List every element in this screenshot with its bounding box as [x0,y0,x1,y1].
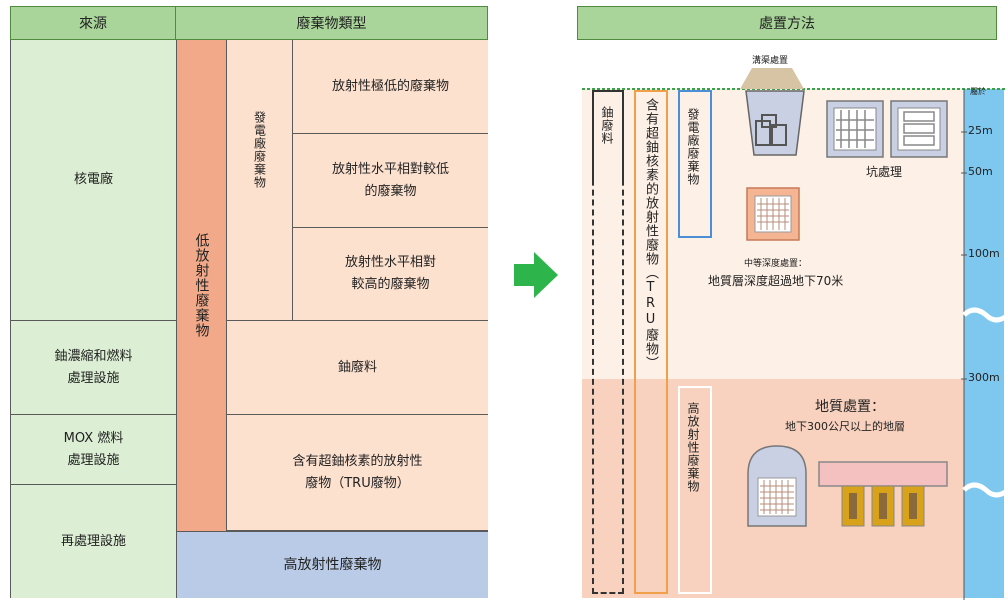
high-level-column: 高放射性廢棄物 [678,386,712,594]
power-plant-column: 發電廠廢棄物 [678,90,712,238]
header-disposal-method: 處置方法 [577,6,997,40]
header-source: 來源 [10,6,176,40]
pit-label: 坑處理 [866,165,903,179]
concrete-pit-icon-2 [890,100,948,158]
trench-label: 溝渠處置 [752,56,789,66]
depth-mark-100: 100m [968,247,1000,260]
geological-tunnel-icon [818,461,948,527]
waste-relatively-low: 放射性水平相對較低 的廢棄物 [293,134,488,228]
tru-column: 含有超鈾核素的放射性廢物（TRU廢物） [634,90,668,594]
uranium-column: 鈾廢料 [592,90,624,594]
concrete-pit-icon-1 [826,100,884,158]
geological-vault-icon [747,445,807,527]
surface-label: 屬於 [970,87,986,96]
waste-relatively-high: 放射性水平相對 較高的廢棄物 [293,228,488,321]
power-plant-column-label: 發電廠廢棄物 [686,108,700,186]
power-plant-waste-label: 發電廠廢棄物 [252,111,267,189]
left-table-body: 核電廠 鈾濃縮和燃料 處理設施 MOX 燃料 處理設施 再處理設施 低放射性廢棄… [10,40,488,598]
trench-mound-icon [740,68,804,89]
geological-sub: 地下300公尺以上的地層 [785,420,905,433]
groundwater-strip [964,89,1004,598]
low-level-waste-bar: 低放射性廢棄物 [177,40,227,531]
waste-very-low: 放射性極低的廢棄物 [293,40,488,134]
pit-vault-icon [745,90,805,156]
intermediate-vault-icon [746,187,800,241]
header-waste-type: 廢棄物類型 [176,6,488,40]
source-nuclear-plant: 核電廠 [11,40,177,321]
uranium-column-label: 鈾廢料 [600,106,614,145]
intermediate-label-small: 中等深度處置： [744,259,808,269]
source-mox-facility: MOX 燃料 處理設施 [11,415,177,485]
depth-mark-25: 25m [968,124,993,137]
low-level-waste-label: 低放射性廢棄物 [193,233,210,338]
right-arrow-icon [514,252,558,298]
waste-tru: 含有超鈾核素的放射性 廢物（TRU廢物） [227,415,488,531]
waste-high-level: 高放射性廢棄物 [177,531,488,598]
geological-title: 地質處置： [815,399,885,415]
high-level-column-label: 高放射性廢棄物 [686,402,700,493]
power-plant-waste-col: 發電廠廢棄物 [227,40,293,321]
depth-mark-50: 50m [968,165,993,178]
tru-column-label: 含有超鈾核素的放射性廢物（TRU廢物） [643,98,658,370]
source-reprocessing: 再處理設施 [11,485,177,598]
waste-uranium: 鈾廢料 [227,321,488,415]
source-uranium-facility: 鈾濃縮和燃料 處理設施 [11,321,177,415]
intermediate-label: 地質層深度超過地下70米 [708,274,844,288]
depth-mark-300: 300m [968,371,1000,384]
